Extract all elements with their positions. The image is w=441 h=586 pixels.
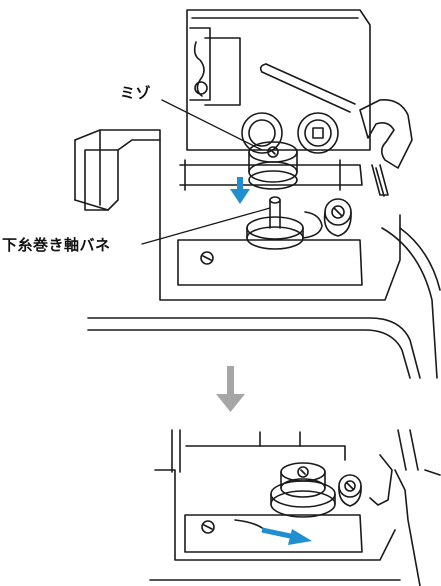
groove-label: ミゾ xyxy=(120,84,152,102)
bottom-illustration xyxy=(149,429,441,586)
groove-leader-line xyxy=(161,99,263,151)
spindle-spring-label: 下糸巻き軸バネ xyxy=(2,236,111,254)
top-illustration xyxy=(74,9,441,379)
slide-arrow-icon xyxy=(261,527,312,545)
step-arrow-icon xyxy=(216,366,245,412)
spindle-spring-leader-line xyxy=(141,207,271,245)
down-arrow-icon xyxy=(230,177,250,204)
